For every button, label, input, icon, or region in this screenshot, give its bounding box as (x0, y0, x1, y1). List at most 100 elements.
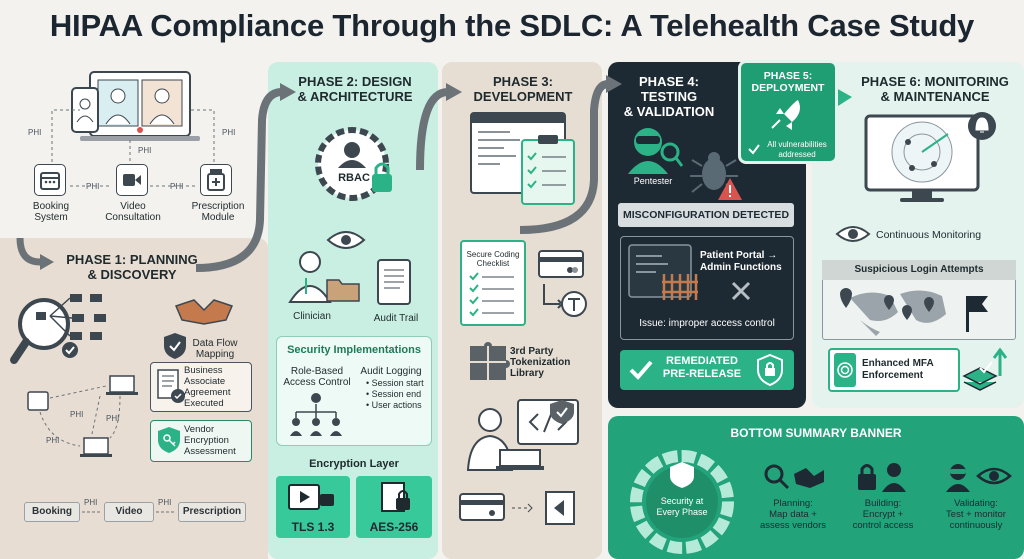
telehealth-devices (60, 68, 210, 148)
video-consultation-label: Video Consultation (105, 201, 161, 223)
check-icon (628, 358, 654, 382)
eye-icon (326, 228, 366, 252)
encryption-layer-label: Encryption Layer (309, 458, 399, 470)
suspicious-header (822, 260, 1016, 280)
phi-label: PHI (70, 410, 84, 419)
suspicious-label: Suspicious Login Attempts (854, 264, 984, 275)
portal-label: Patient Portal → Admin Functions (700, 250, 782, 273)
phase1-mini-flow (27, 375, 138, 457)
tls-label: TLS 1.3 (291, 520, 335, 534)
audit-item: • Session start (366, 378, 424, 388)
credit-card-icon (538, 250, 584, 278)
security-title: Security Implementations (287, 344, 421, 356)
phi-label: PHI (158, 498, 172, 507)
lock-shield-icon (756, 353, 784, 387)
audit-items: • Session start • Session end • User act… (366, 378, 432, 411)
checklist-icon (520, 134, 578, 206)
summary-title: BOTTOM SUMMARY BANNER (730, 426, 902, 440)
planning-icons (762, 462, 826, 492)
audit-logging-label: Audit Logging (360, 366, 422, 377)
bug-icon (690, 150, 750, 202)
folder-icon (326, 276, 360, 302)
phase6-title: PHASE 6: MONITORING & MAINTENANCE (861, 74, 1009, 104)
vendor-card (150, 420, 252, 462)
portal-window-icon (628, 244, 700, 304)
phi-label: PHI (28, 128, 42, 137)
misconfig-label: MISCONFIGURATION DETECTED (622, 209, 790, 221)
doc-lock-icon (376, 482, 416, 516)
page-title: HIPAA Compliance Through the SDLC: A Tel… (49, 8, 975, 43)
scroll-icon (372, 256, 416, 310)
rbac-badge (312, 126, 398, 202)
phi-label: PHI (84, 498, 98, 507)
validating-icons (944, 460, 1016, 494)
vendor-label: Vendor Encryption Assessment (184, 424, 236, 457)
rocket-icon (768, 98, 808, 132)
misconfig-banner (618, 203, 794, 227)
video-call-illustration (71, 71, 200, 141)
document-check-icon (156, 368, 186, 406)
radar-monitor-icon (864, 112, 1004, 208)
prescription-module-label: Prescription Module (191, 201, 245, 223)
issue-label: Issue: improper access control (639, 318, 775, 329)
card-to-token-icon (458, 488, 588, 528)
phase-flow-arrows (16, 75, 852, 272)
eye-icon (835, 224, 871, 244)
top-flow-arrows (51, 109, 215, 187)
audit-item: • Session end (366, 389, 422, 399)
continuous-monitoring-label: Continuous Monitoring (876, 229, 982, 241)
audit-item: • User actions (366, 400, 422, 410)
growth-stack-icon (960, 346, 1010, 394)
booking-system-label: Booking System (32, 201, 70, 223)
secure-checklist-label: Secure Coding Checklist (466, 250, 520, 268)
chip-arrows (82, 511, 176, 513)
data-flow-mapping-label: Data Flow Mapping (192, 338, 238, 360)
developer-icon (466, 398, 586, 472)
mfa-label: Enhanced MFA Enforcement (862, 358, 934, 381)
aes-label: AES-256 (369, 520, 419, 534)
security-card (276, 336, 432, 446)
close-icon (730, 280, 752, 302)
puzzle-icon (468, 342, 510, 382)
phase4-title: PHASE 4: TESTING & VALIDATION (623, 74, 715, 119)
magnifier-icon (10, 292, 120, 372)
pentester-icon (624, 122, 684, 174)
phase2-title: PHASE 2: DESIGN & ARCHITECTURE (297, 74, 413, 104)
portal-card (620, 236, 794, 340)
token-icon (540, 282, 590, 318)
phi-label: PHI (222, 128, 236, 137)
phase3-title: PHASE 3: DEVELOPMENT (473, 74, 573, 104)
planning-label: Planning: Map data + assess vendors (759, 498, 826, 531)
vuln-label: All vulnerabilities addressed (767, 140, 827, 159)
prescription-bottle-icon (200, 164, 232, 196)
validating-label: Validating: Test + monitor continuously (946, 498, 1006, 531)
phi-label: PHI (106, 414, 120, 423)
remediated-label: REMEDIATED PRE-RELEASE (662, 355, 742, 380)
film-icon (288, 484, 338, 514)
clinician-label: Clinician (293, 311, 331, 322)
booking-chip: Booking (24, 502, 80, 522)
shield-icon (162, 332, 188, 360)
prescription-chip: Prescription (178, 502, 246, 522)
security-every-phase-label: Security at Every Phase (656, 496, 708, 517)
video-camera-icon (116, 164, 148, 196)
secure-checklist-card (460, 240, 526, 326)
checkmark-icon (748, 142, 760, 155)
video-chip: Video (104, 502, 154, 522)
phase5-title: PHASE 5: DEPLOYMENT (751, 70, 825, 94)
phi-label: PHI (86, 182, 100, 191)
world-map-icon (830, 284, 1010, 336)
handshake-icon (174, 296, 234, 326)
pentester-label: Pentester (633, 176, 673, 186)
audit-trail-label: Audit Trail (373, 313, 419, 324)
building-label: Building: Encrypt + control access (852, 498, 914, 531)
security-cycle-icon (624, 446, 740, 554)
phi-label: PHI (138, 146, 152, 155)
org-chart-icon (288, 392, 344, 438)
baa-label: Business Associate Agreement Executed (184, 365, 231, 409)
building-icons (854, 460, 914, 494)
phi-label: PHI (46, 436, 60, 445)
clinician-icon (286, 248, 336, 304)
rbac-label: Role-Based Access Control (283, 366, 351, 388)
rbac-text: RBAC (338, 172, 370, 184)
